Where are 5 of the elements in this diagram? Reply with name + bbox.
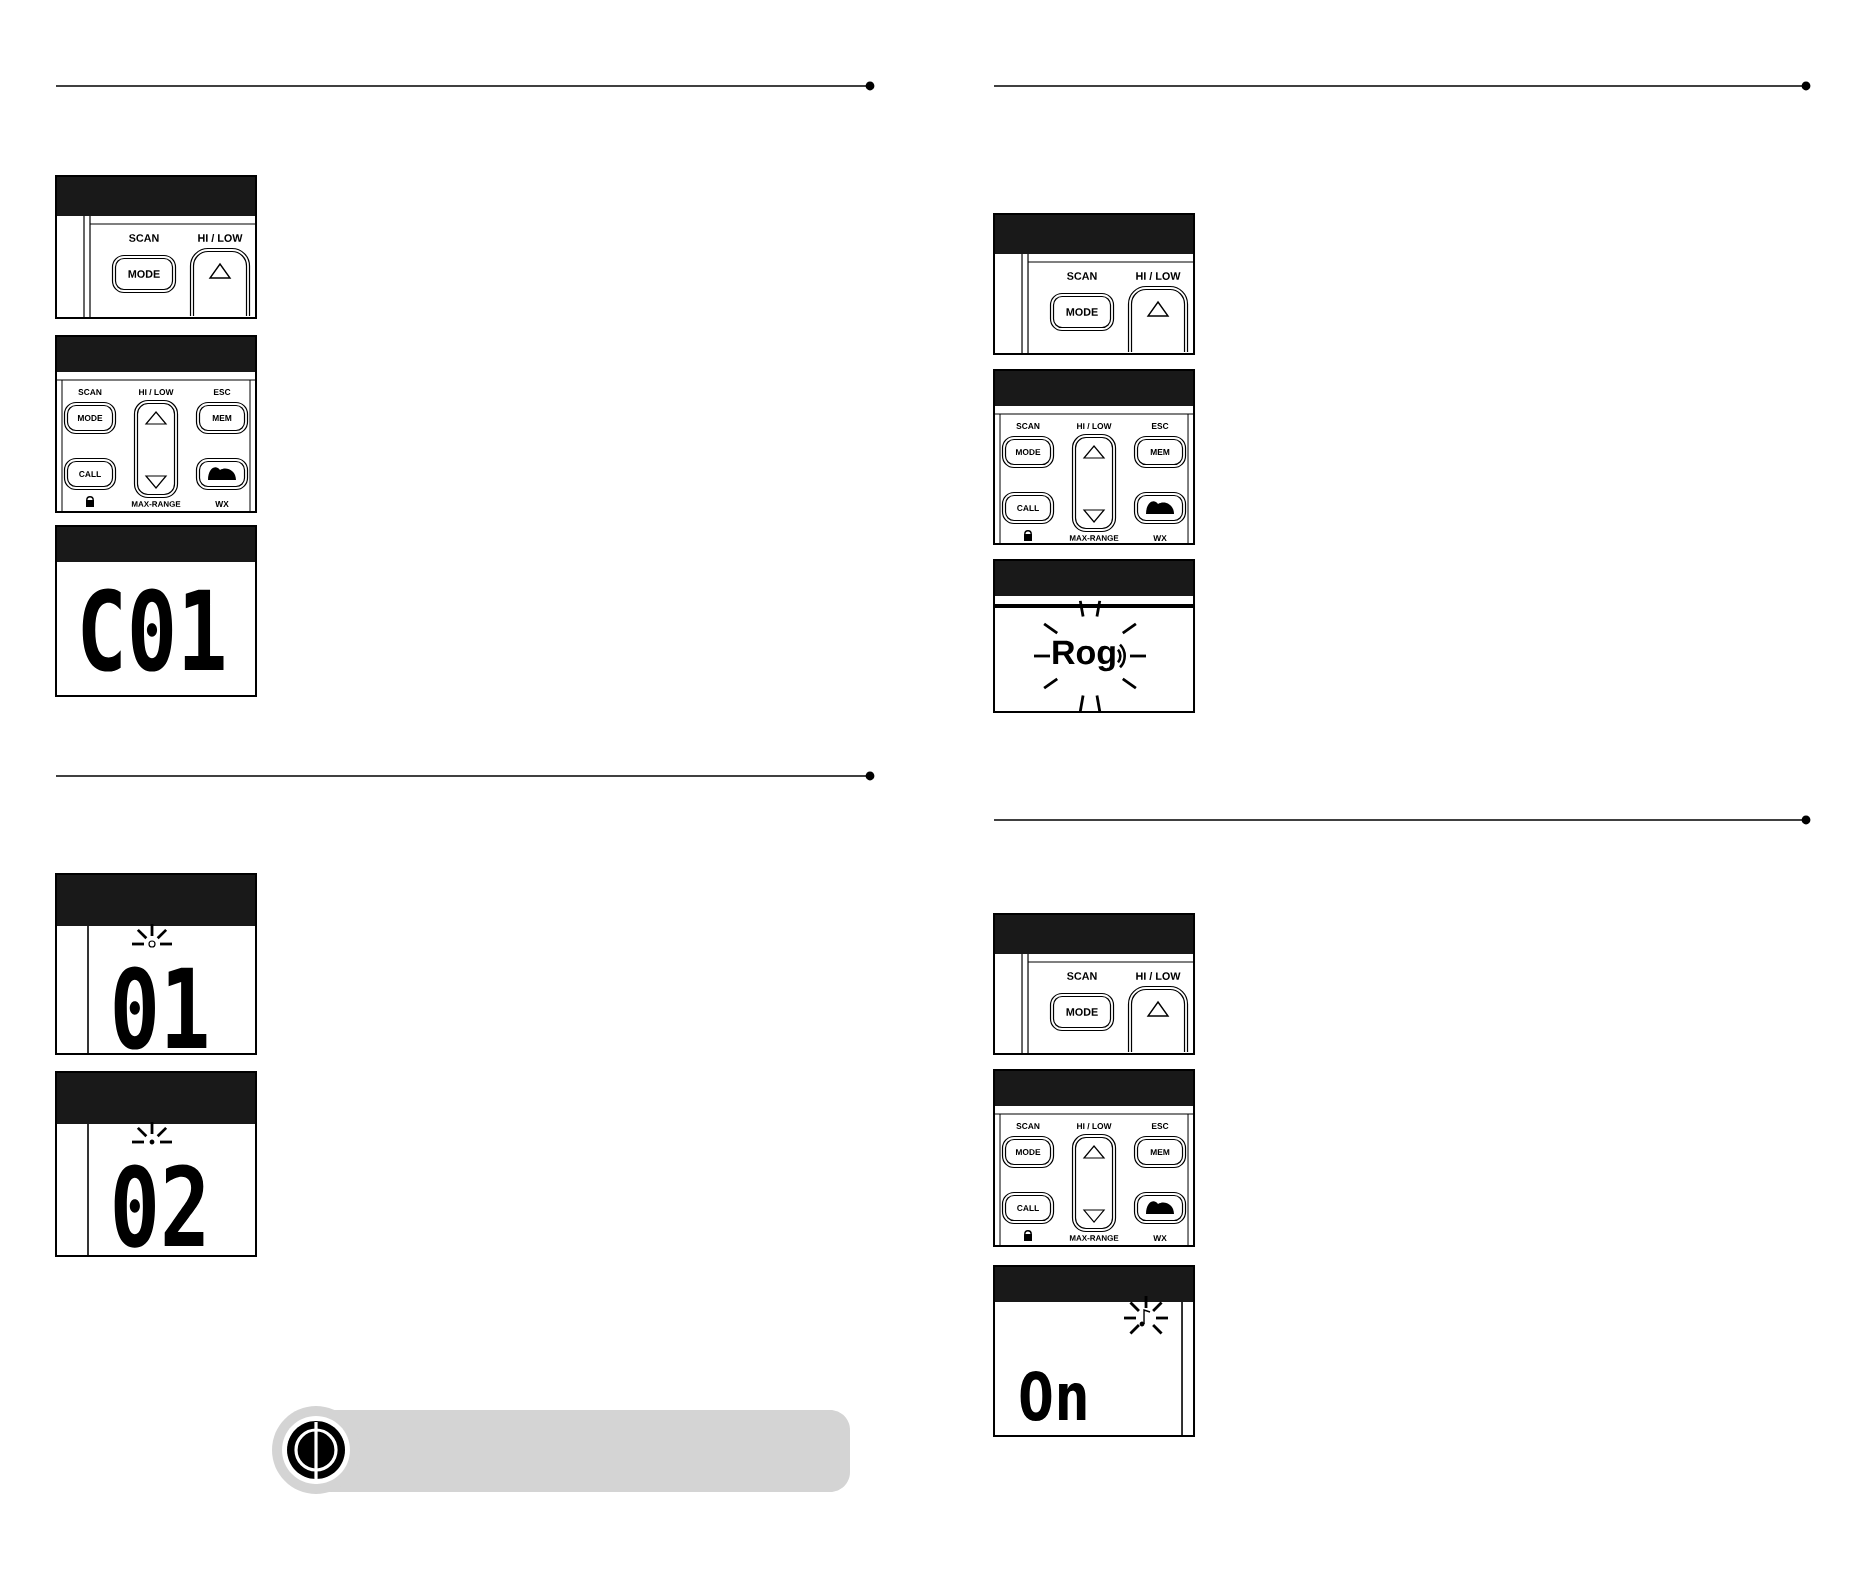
lcd-digits: C01 <box>82 588 224 672</box>
lcd-digits: 01 <box>114 966 207 1050</box>
lcd-text: Rog <box>1053 640 1115 672</box>
lcd-digits: 02 <box>114 1164 204 1248</box>
lcd-digits: On <box>1020 1371 1086 1421</box>
